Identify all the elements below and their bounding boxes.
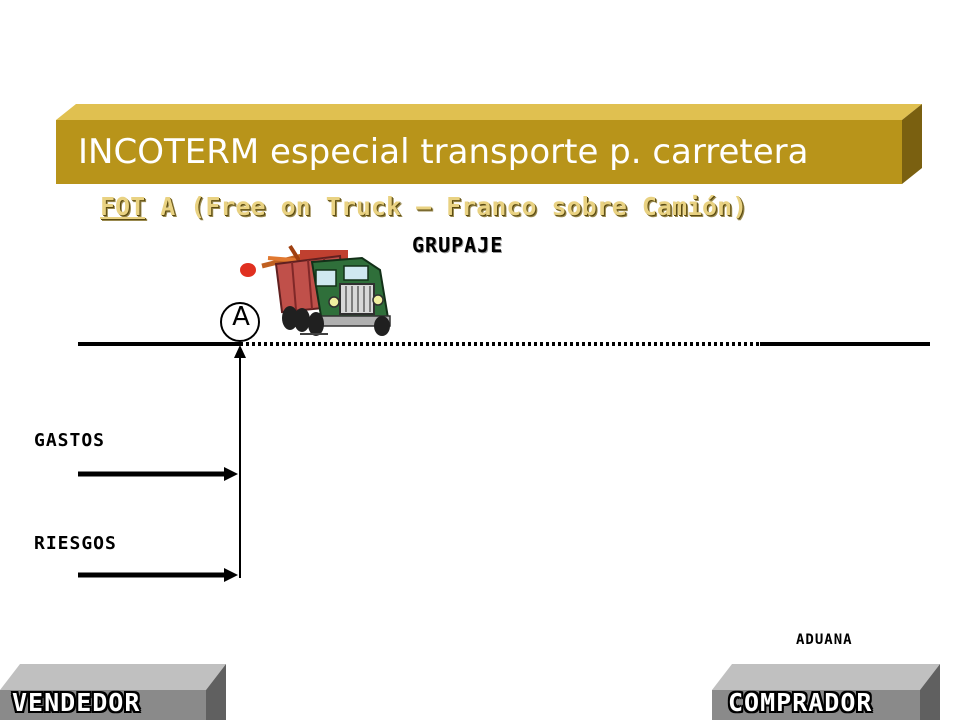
up-arrow-head bbox=[234, 345, 246, 358]
riesgos-arrow-head bbox=[224, 568, 238, 582]
riesgos-label: RIESGOS bbox=[34, 533, 117, 554]
incoterm-description: A (Free on Truck – Franco sobre Camión) bbox=[145, 192, 748, 221]
incoterm-subtitle: FOT A (Free on Truck – Franco sobre Cami… bbox=[100, 192, 860, 221]
gastos-arrow-head bbox=[224, 467, 238, 481]
dump-truck-icon bbox=[240, 244, 391, 336]
seller-label: VENDEDOR bbox=[12, 688, 141, 717]
point-a-circle bbox=[220, 302, 260, 342]
seller-box bbox=[0, 664, 226, 720]
title-banner bbox=[56, 104, 922, 184]
incoterm-code: FOT bbox=[100, 192, 146, 221]
point-a-label: A bbox=[232, 302, 250, 332]
gastos-label: GASTOS bbox=[34, 430, 106, 451]
customs-label: ADUANA bbox=[796, 632, 853, 648]
transport-mode-label: GRUPAJE bbox=[412, 233, 504, 257]
banner-title: INCOTERM especial transporte p. carreter… bbox=[78, 132, 809, 172]
buyer-box bbox=[712, 664, 940, 720]
buyer-label: COMPRADOR bbox=[728, 688, 873, 717]
